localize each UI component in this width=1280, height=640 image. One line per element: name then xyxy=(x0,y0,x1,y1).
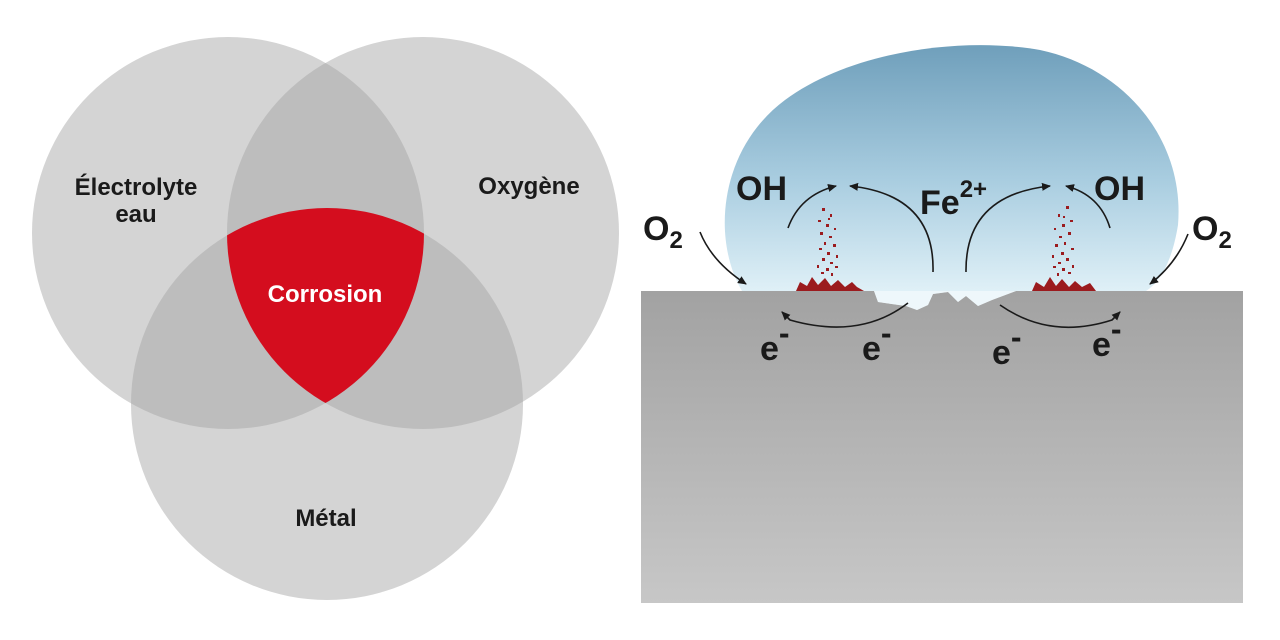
o2-left-main: O xyxy=(643,210,669,248)
electron-3-sup: - xyxy=(1011,319,1022,355)
corrosion-process-diagram: O2 O2 OH OH Fe2+ e- e- e- e- xyxy=(641,45,1243,603)
o2-arrow-left xyxy=(699,231,747,285)
o2-arrow-right xyxy=(1149,233,1189,285)
oxygen-label: Oxygène xyxy=(478,173,579,200)
rust-particles-right xyxy=(1052,206,1074,276)
o2-left-sub: 2 xyxy=(669,227,682,254)
corrosion-label: Corrosion xyxy=(268,281,383,308)
pit-water xyxy=(874,291,1016,310)
water-droplet xyxy=(724,45,1179,292)
electron-arrow-right xyxy=(999,304,1121,329)
electron-2-sup: - xyxy=(881,315,892,351)
metal-block xyxy=(641,291,1243,603)
electron-label-2: e- xyxy=(862,315,892,368)
electron-label-1: e- xyxy=(760,315,790,368)
rust-deposit-right xyxy=(1032,277,1096,291)
reaction-arrows xyxy=(699,182,1189,329)
oh-arrow-right xyxy=(1065,184,1111,229)
electrolyte-label: Électrolyte xyxy=(75,173,198,201)
oh-label-right: OH xyxy=(1094,170,1145,208)
metal-label: Métal xyxy=(295,505,356,532)
electron-arrow-left xyxy=(781,302,909,328)
fe-main: Fe xyxy=(920,184,960,222)
electron-label-4: e- xyxy=(1092,311,1122,364)
electron-label-3: e- xyxy=(992,319,1022,372)
fe-ion-label: Fe2+ xyxy=(920,176,987,222)
rust-deposit-left xyxy=(796,277,864,291)
electron-1-main: e xyxy=(760,330,779,368)
fe-arrow-left xyxy=(849,182,934,273)
electron-3-main: e xyxy=(992,334,1011,372)
o2-label-right: O2 xyxy=(1192,210,1232,254)
o2-right-main: O xyxy=(1192,210,1218,248)
fe-charge: 2+ xyxy=(960,176,987,203)
electron-4-sup: - xyxy=(1111,311,1122,347)
electron-4-main: e xyxy=(1092,326,1111,364)
oh-arrow-left xyxy=(787,184,837,229)
fe-arrow-right xyxy=(965,182,1051,273)
electron-2-main: e xyxy=(862,330,881,368)
venn-diagram: Électrolyte eau Oxygène Métal Corrosion xyxy=(32,37,619,600)
oh-label-left: OH xyxy=(736,170,787,208)
o2-label-left: O2 xyxy=(643,210,683,254)
o2-right-sub: 2 xyxy=(1218,227,1231,254)
rust-particles-left xyxy=(817,208,838,276)
water-label: eau xyxy=(115,201,156,228)
electron-1-sup: - xyxy=(779,315,790,351)
